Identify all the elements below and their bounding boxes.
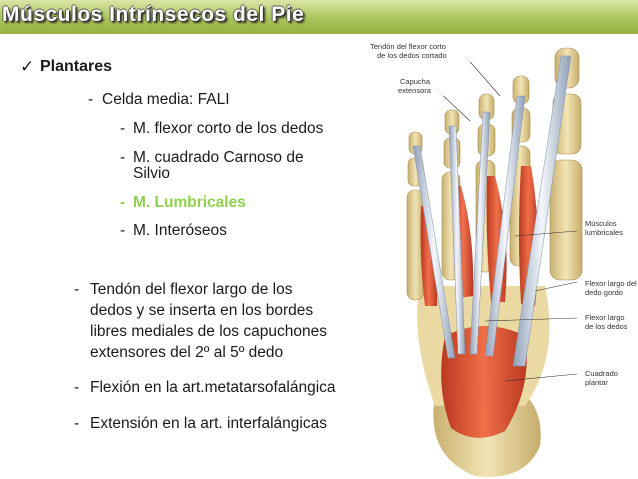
figure-label: dedo gordo <box>585 288 623 297</box>
sub-item-continued: Silvio <box>133 165 171 182</box>
title-bar <box>0 0 638 34</box>
bullet-line: libres mediales de los capuchones <box>90 323 327 340</box>
dash-marker: - <box>74 281 80 298</box>
checkmark-icon: ✓ <box>20 57 35 76</box>
figure-label: Capucha <box>400 77 431 86</box>
figure-label: extensora <box>398 86 431 95</box>
figure-label: plantar <box>585 378 608 387</box>
sub-item-highlighted: M. Lumbricales <box>133 194 246 211</box>
dash-marker: - <box>88 91 94 108</box>
figure-label: Cuadrado <box>585 369 618 378</box>
foot-anatomy-illustration <box>368 40 635 477</box>
sub-item: M. cuadrado Carnoso de <box>133 149 304 166</box>
figure-label: Tendón del flexor corto <box>370 42 446 51</box>
figure-label: Flexor largo <box>585 313 625 322</box>
slide-title: Músculos Intrínsecos del Pie <box>2 3 305 26</box>
subheading: Celda media: FALI <box>102 91 230 108</box>
sub-item: M. flexor corto de los dedos <box>133 120 324 137</box>
dash-marker: - <box>120 222 126 239</box>
bullet-line: extensores del 2º al 5º dedo <box>90 344 284 361</box>
dash-marker: - <box>74 415 80 432</box>
figure-label: lumbricales <box>585 228 623 237</box>
figure-label: Músculos <box>585 219 617 228</box>
bullet-line: Tendón del flexor largo de los <box>90 281 293 298</box>
bullet-line: dedos y se inserta en los bordes <box>90 302 314 319</box>
dash-marker: - <box>120 149 126 166</box>
bullet-line: Flexión en la art.metatarsofalángica <box>90 379 336 396</box>
dash-marker: - <box>74 379 80 396</box>
figure-label: de los dedos <box>585 322 628 331</box>
figure-label: de los dedos cortado <box>377 51 447 60</box>
bullet-line: Extensión en la art. interfalángicas <box>90 415 327 432</box>
figure-label: Flexor largo del <box>585 279 637 288</box>
dash-marker: - <box>120 120 126 137</box>
sub-item: M. Interóseos <box>133 222 227 239</box>
dash-marker: - <box>120 194 126 211</box>
section-heading: Plantares <box>40 58 113 75</box>
